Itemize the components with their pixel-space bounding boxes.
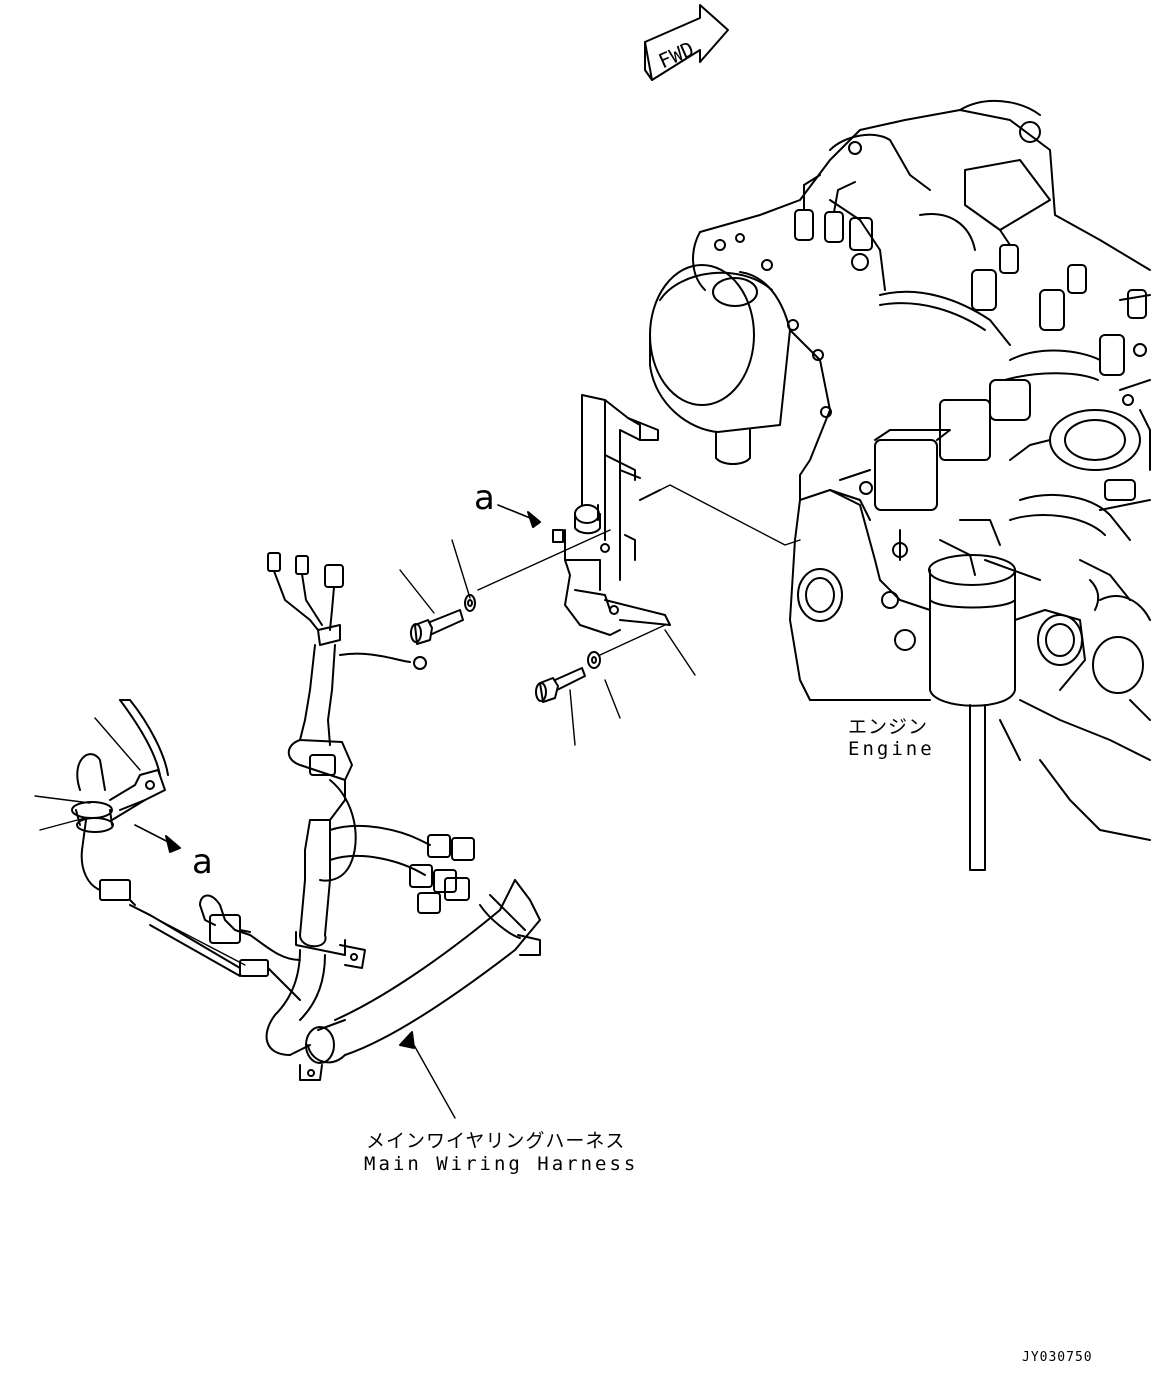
harness-label-en: Main Wiring Harness	[364, 1153, 639, 1175]
bolt-upper	[410, 609, 464, 645]
washer-upper	[464, 594, 476, 612]
wiring-harness	[71, 552, 541, 1081]
ref-arrow-icon	[134, 504, 541, 1049]
washer-lower	[587, 651, 601, 669]
engine-label-en: Engine	[848, 738, 935, 760]
bolt-lower	[535, 667, 586, 703]
engine-drawing	[649, 99, 1151, 871]
leader-lines	[34, 484, 801, 1119]
fwd-arrow-icon: FWD	[644, 4, 729, 81]
engine-label-ja: エンジン	[848, 716, 929, 738]
ref-label-a-left: a	[192, 842, 213, 882]
ref-label-a-top: a	[474, 478, 495, 518]
harness-label-ja: メインワイヤリングハーネス	[366, 1130, 626, 1152]
bracket-part	[552, 394, 671, 636]
fwd-text: FWD	[655, 37, 698, 74]
drawing-code: JY030750	[1022, 1350, 1093, 1365]
